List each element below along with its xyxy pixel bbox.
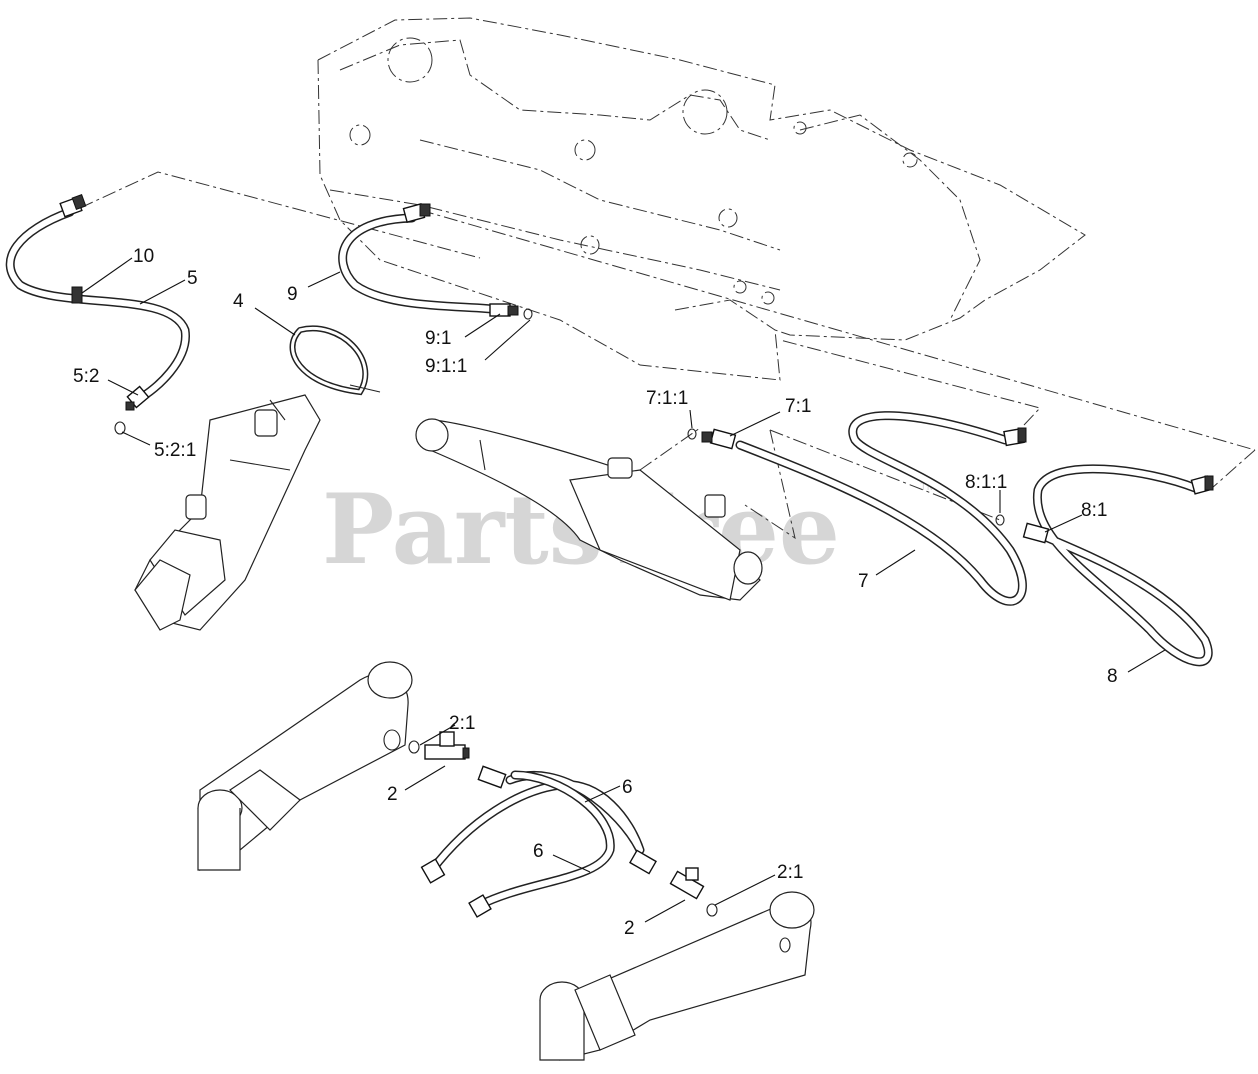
- callout-2-1-upper: 2:1: [449, 713, 475, 734]
- callout-7-1: 7:1: [785, 396, 811, 417]
- hose-8: [995, 464, 1214, 667]
- callout-5-2: 5:2: [73, 366, 99, 387]
- frame-phantom: [317, 17, 1086, 381]
- callout-7-1-1: 7:1:1: [646, 388, 688, 409]
- callout-9-1: 9:1: [425, 328, 451, 349]
- hose-9: [338, 203, 533, 320]
- callout-labels: 10 5 4 9 5:2 5:2:1 9:1 9:1:1 7:1:1 7:1 8…: [73, 246, 1118, 939]
- callout-6-upper: 6: [622, 777, 633, 798]
- hose-7: [687, 411, 1027, 606]
- tee-fitting-2-upper: [408, 731, 507, 789]
- hose-5: [5, 194, 190, 435]
- callout-4: 4: [233, 291, 244, 312]
- callout-8-1-1: 8:1:1: [965, 472, 1007, 493]
- callout-6-lower: 6: [533, 841, 544, 862]
- clamp-10-body: [71, 286, 83, 304]
- callout-2-upper: 2: [387, 784, 398, 805]
- callout-7: 7: [858, 571, 869, 592]
- tee-fitting-2-lower: [629, 849, 718, 917]
- callout-5-2-1: 5:2:1: [154, 440, 196, 461]
- cylinder-lower-1: [197, 661, 413, 871]
- leader-lines: [81, 257, 1166, 923]
- callout-9-1-1: 9:1:1: [425, 356, 467, 377]
- cylinder-left: [134, 394, 321, 631]
- callout-2-1-lower: 2:1: [777, 862, 803, 883]
- callout-10: 10: [133, 246, 154, 267]
- hose-6-lower: [468, 770, 615, 918]
- callout-5: 5: [187, 268, 198, 289]
- callout-9: 9: [287, 284, 298, 305]
- callout-8-1: 8:1: [1081, 500, 1107, 521]
- cylinder-lower-2: [539, 891, 815, 1061]
- callout-8: 8: [1107, 666, 1118, 687]
- cylinder-center: [415, 418, 763, 601]
- callout-2-lower: 2: [624, 918, 635, 939]
- tie-strap-4: [289, 325, 381, 396]
